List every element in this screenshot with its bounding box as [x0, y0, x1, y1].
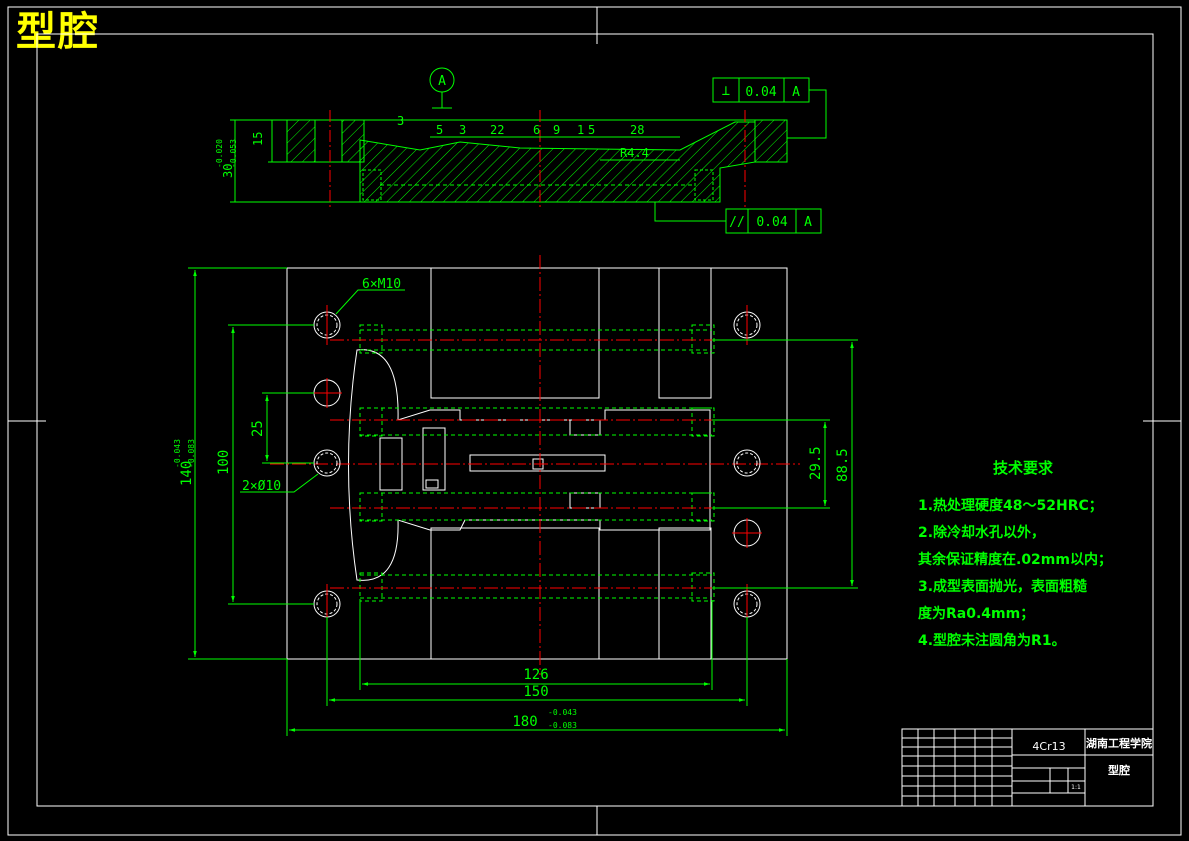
dim-29-5: 29.5	[808, 446, 824, 480]
dim-6: 6	[533, 123, 540, 137]
parallelism-symbol: //	[729, 215, 745, 230]
plan-centerlines	[270, 255, 800, 675]
section-centerlines	[329, 110, 746, 210]
dim-9: 9	[553, 123, 560, 137]
tech-line-3: 其余保证精度在.02mm以内；	[918, 551, 1112, 568]
section-dim-lines	[230, 119, 680, 203]
dim-15: 15	[251, 132, 265, 146]
drawing-title: 型腔	[16, 9, 100, 55]
tech-heading: 技术要求	[993, 459, 1054, 477]
dim-25: 25	[250, 420, 266, 437]
title-scale: 1:1	[1071, 784, 1081, 791]
dim-100: 100	[216, 450, 232, 475]
cooling-channels	[359, 324, 715, 602]
title-block	[901, 728, 1154, 807]
dim-r4-4: R4.4	[620, 146, 649, 160]
section-view: A	[215, 67, 827, 234]
title-material: 4Cr13	[1032, 740, 1065, 753]
dim-5b: 5	[588, 123, 595, 137]
dim-5: 5	[436, 123, 443, 137]
dim-30: 30	[221, 164, 235, 178]
dim-150: 150	[523, 684, 548, 700]
title-part-name: 型腔	[1108, 763, 1130, 777]
dim-3b: 3	[459, 123, 466, 137]
tech-line-4: 3.成型表面抛光，表面粗糙	[918, 578, 1087, 595]
tolerance-frame-bottom	[654, 202, 822, 234]
dim-180: 180	[512, 714, 537, 730]
technical-requirements: 技术要求 1.热处理硬度48～52HRC； 2.除冷却水孔以外， 其余保证精度在…	[918, 459, 1112, 649]
dim-1: 1	[577, 123, 584, 137]
dim-180-tol-up: -0.043	[548, 708, 577, 717]
dim-180-tol-low: -0.083	[548, 721, 577, 730]
label-holes: 6×M10	[362, 277, 401, 292]
tol-top-datum: A	[792, 85, 800, 100]
dim-140: 140	[179, 461, 195, 486]
tol-top-value: 0.04	[745, 85, 776, 100]
dim-140-tol-up: -0.043	[173, 439, 182, 468]
dim-22: 22	[490, 123, 504, 137]
dim-88-5: 88.5	[835, 448, 851, 482]
sheet-frame	[7, 6, 1182, 836]
tech-line-1: 1.热处理硬度48～52HRC；	[918, 497, 1103, 514]
plan-view: 6×M10 2×Ø10	[173, 255, 858, 736]
perpendicularity-symbol: ⊥	[722, 83, 730, 99]
leader-lines	[240, 289, 405, 493]
hole-crosshairs	[312, 305, 762, 624]
tech-line-2: 2.除冷却水孔以外，	[918, 524, 1045, 541]
datum-label: A	[438, 74, 446, 89]
dim-126: 126	[523, 667, 548, 683]
cavity	[348, 349, 711, 581]
label-pins: 2×Ø10	[242, 479, 281, 494]
title-school: 湖南工程学院	[1086, 736, 1152, 750]
dim-28: 28	[630, 123, 644, 137]
section-outline	[287, 119, 787, 202]
dim-140-tol-low: -0.083	[187, 439, 196, 468]
tech-line-5: 度为Ra0.4mm；	[918, 605, 1034, 622]
dim-30-tol-up: -0.020	[215, 139, 224, 168]
tolerance-frame-top	[712, 77, 827, 139]
tol-bottom-value: 0.04	[756, 215, 787, 230]
dim-3a: 3	[397, 114, 404, 128]
tol-bottom-datum: A	[804, 215, 812, 230]
plan-dim-lines	[188, 267, 858, 736]
tech-line-6: 4.型腔未注圆角为R1。	[918, 632, 1066, 649]
datum-symbol	[429, 67, 455, 109]
dim-30-tol-low: -0.053	[229, 139, 238, 168]
